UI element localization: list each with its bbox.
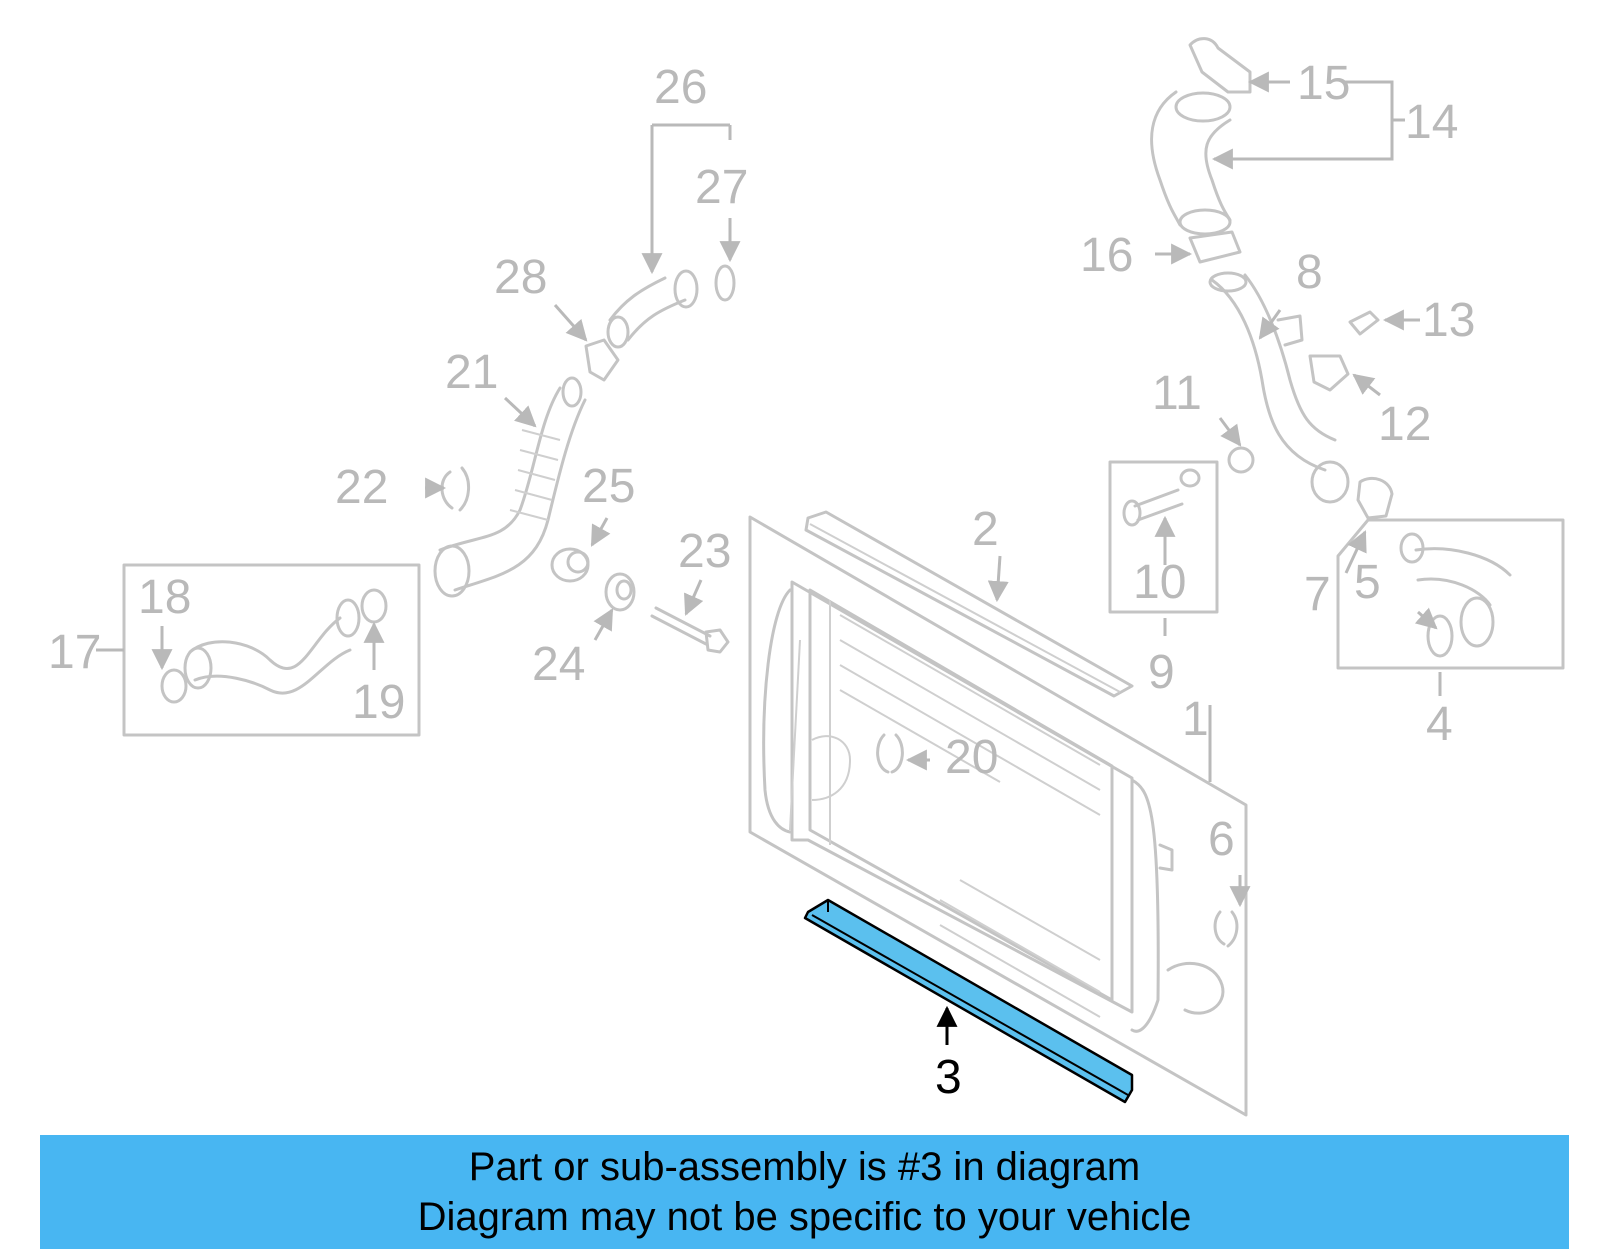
clamp-6 bbox=[1213, 910, 1239, 948]
clamp-15 bbox=[1188, 37, 1252, 94]
callout-21: 21 bbox=[445, 346, 498, 399]
callout-25: 25 bbox=[582, 460, 635, 513]
top-seal-strip bbox=[804, 510, 1134, 698]
callout-8: 8 bbox=[1296, 246, 1323, 299]
caption-banner: Part or sub-assembly is #3 in diagram Di… bbox=[40, 1135, 1569, 1249]
callout-13: 13 bbox=[1422, 294, 1475, 347]
callout-2: 2 bbox=[972, 503, 999, 556]
callout-19: 19 bbox=[352, 676, 405, 729]
hose-kit-4 bbox=[1336, 518, 1565, 670]
clamp-28 bbox=[584, 338, 620, 382]
callout-26: 26 bbox=[654, 61, 707, 114]
callout-11: 11 bbox=[1152, 367, 1202, 420]
clamp-22 bbox=[440, 466, 470, 512]
callout-24: 24 bbox=[532, 638, 585, 691]
callout-9: 9 bbox=[1148, 646, 1175, 699]
intercooler-core bbox=[762, 580, 1225, 1033]
callout-6: 6 bbox=[1208, 813, 1235, 866]
hose-kit-17 bbox=[122, 563, 421, 737]
callout-15: 15 bbox=[1297, 57, 1350, 110]
seal-27 bbox=[714, 264, 736, 302]
callout-23: 23 bbox=[678, 525, 731, 578]
sensor-12 bbox=[1308, 354, 1350, 392]
clamp-20 bbox=[876, 733, 904, 774]
bottom-seal-strip-part-3 bbox=[803, 898, 1134, 1104]
bushing-24 bbox=[604, 572, 636, 612]
callout-22: 22 bbox=[335, 461, 388, 514]
bolt-box-9 bbox=[1108, 460, 1219, 614]
callout-20: 20 bbox=[945, 731, 998, 784]
pipe-26 bbox=[606, 269, 699, 349]
bolt-23 bbox=[650, 606, 730, 654]
callout-17: 17 bbox=[48, 626, 101, 679]
callout-14: 14 bbox=[1405, 96, 1458, 149]
hose-14 bbox=[1150, 90, 1232, 236]
callout-28: 28 bbox=[494, 251, 547, 304]
callout-27: 27 bbox=[695, 161, 748, 214]
callout-7: 7 bbox=[1304, 568, 1331, 621]
callout-16: 16 bbox=[1080, 229, 1133, 282]
parts-diagram: 26 27 28 21 22 25 24 23 18 17 19 2 1 20 … bbox=[48, 37, 1565, 1117]
hose-21 bbox=[433, 376, 587, 598]
caption-line-1: Part or sub-assembly is #3 in diagram bbox=[468, 1145, 1141, 1189]
intercooler-panel bbox=[748, 515, 1248, 1117]
callout-4: 4 bbox=[1426, 698, 1453, 751]
callout-5: 5 bbox=[1354, 556, 1381, 609]
callout-1: 1 bbox=[1182, 693, 1209, 746]
pipe-8 bbox=[1208, 271, 1350, 504]
nut-11 bbox=[1227, 446, 1255, 474]
clamp-16 bbox=[1188, 230, 1242, 264]
bolt-13 bbox=[1348, 310, 1380, 336]
callout-18: 18 bbox=[138, 571, 191, 624]
callout-3: 3 bbox=[935, 1051, 962, 1104]
callout-10: 10 bbox=[1133, 556, 1186, 609]
grommet-25 bbox=[550, 547, 590, 583]
callout-12: 12 bbox=[1378, 398, 1431, 451]
caption-line-2: Diagram may not be specific to your vehi… bbox=[417, 1195, 1192, 1239]
clamp-7 bbox=[1356, 477, 1394, 520]
